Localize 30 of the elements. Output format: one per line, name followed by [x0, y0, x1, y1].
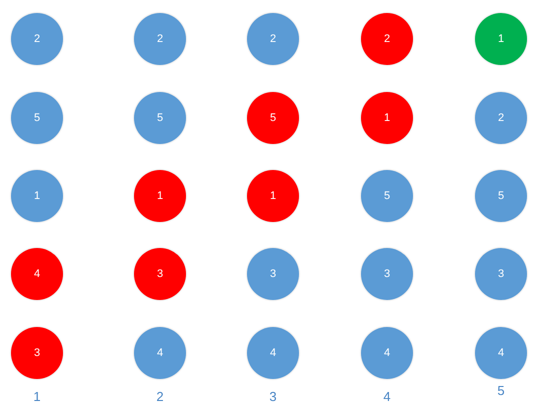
column-number: 5: [496, 383, 506, 398]
number-circle: 2: [11, 13, 63, 65]
number-circle: 1: [11, 170, 63, 222]
number-circle: 4: [475, 327, 527, 379]
number-circle: 3: [475, 248, 527, 300]
number-circle: 1: [247, 170, 299, 222]
number-circle: 2: [475, 92, 527, 144]
number-circle: 4: [134, 327, 186, 379]
number-circle: 5: [247, 92, 299, 144]
number-circle: 1: [134, 170, 186, 222]
column-number: 2: [155, 389, 165, 404]
number-circle: 5: [475, 170, 527, 222]
column-number: 4: [382, 389, 392, 404]
number-circle: 2: [247, 13, 299, 65]
number-circle: 3: [361, 248, 413, 300]
number-circle: 4: [11, 248, 63, 300]
column-number: 3: [268, 389, 278, 404]
number-circle: 1: [361, 92, 413, 144]
number-circle: 4: [247, 327, 299, 379]
number-circle: 3: [247, 248, 299, 300]
number-circle: 5: [11, 92, 63, 144]
number-circle: 5: [361, 170, 413, 222]
number-circle: 3: [134, 248, 186, 300]
number-circle: 5: [134, 92, 186, 144]
number-circle: 2: [134, 13, 186, 65]
number-circle: 2: [361, 13, 413, 65]
number-circle: 1: [475, 13, 527, 65]
number-circle: 4: [361, 327, 413, 379]
number-circle: 3: [11, 327, 63, 379]
column-number: 1: [32, 389, 42, 404]
